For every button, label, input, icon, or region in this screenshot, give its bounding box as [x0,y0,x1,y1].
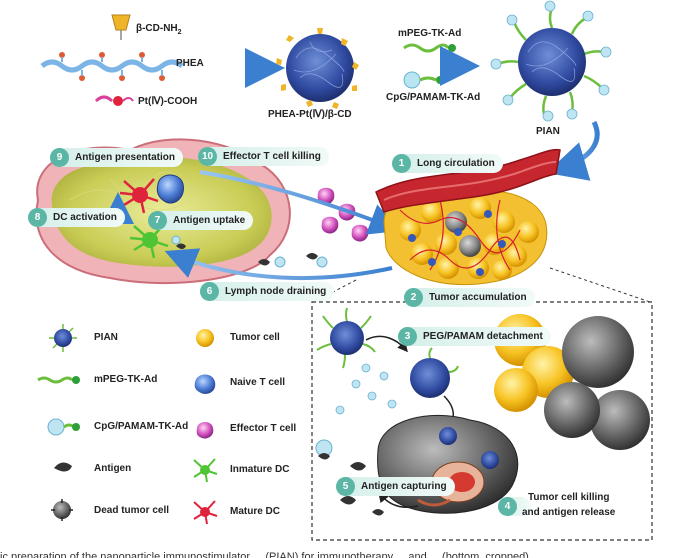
released-antigens [340,462,384,516]
legend-effector-t: Effector T cell [230,423,297,434]
immature-dc-node [129,223,169,259]
step-8-text: DC activation [53,212,117,223]
step-7-number: 7 [148,211,167,230]
zoom-line-left [313,279,357,303]
tumor-site-illustration [375,148,561,286]
arrow-effector-killing [199,170,402,235]
naive-t-cell-node [156,174,184,204]
figure-caption-cropped: ic preparation of the nanoparticle immun… [0,551,529,558]
step-5-number: 5 [336,477,355,496]
step-6-number: 6 [200,282,219,301]
step-4-text: Tumor cell killing [528,492,610,503]
step-1-number: 1 [392,154,411,173]
legend-immature-dc: Inmature DC [230,464,290,475]
zoom-line-right [549,267,651,303]
label-pt-iv: Pt(Ⅳ)-COOH [138,96,198,107]
step-10-text: Effector T cell killing [223,151,321,162]
step-6-text: Lymph node draining [225,286,327,297]
arrow-lymph-draining [164,248,393,280]
legend-mpeg: mPEG-TK-Ad [94,374,158,385]
np-near-nucleus [481,451,499,469]
legend-effector-t-icon [196,422,214,439]
legend-naive-t: Naive T cell [230,377,286,388]
step-7-antigen-uptake: 7 Antigen uptake [148,211,254,230]
step-7-text: Antigen uptake [173,215,246,226]
cpg-top-icon [403,71,444,89]
step-3-number: 3 [398,327,417,346]
step-10-number: 10 [198,147,217,166]
legend-naive-t-icon [194,374,216,394]
step-6-lymph-draining: 6 Lymph node draining [200,282,335,301]
legend-tumor-cell-icon [196,329,214,347]
arrow-capture [378,491,419,508]
legend-immature-dc-icon [193,458,218,483]
legend-antigen-icon [54,462,72,472]
pian-nanoparticle [490,0,612,122]
legend-mature-dc: Mature DC [230,506,281,517]
phea-pt-nanoparticle [276,28,359,109]
label-phea-pt-bcd: PHEA-Pt(Ⅳ)/β-CD [268,109,352,120]
step-9-text: Antigen presentation [75,152,176,163]
step-2-text: Tumor accumulation [429,292,527,303]
step-2-tumor-accumulation: 2 Tumor accumulation [404,288,535,307]
step-4-badge: 4 [498,497,531,516]
legend-mpeg-icon [37,376,80,384]
step-1-long-circulation: 1 Long circulation [392,154,503,173]
legend-pian: PIAN [94,332,118,343]
arrow-detachment [365,335,408,353]
step-5-antigen-capturing: 5 Antigen capturing [336,477,455,496]
step-9-number: 9 [50,148,69,167]
step-9-antigen-presentation: 9 Antigen presentation [50,148,184,167]
pt-iv-icon [94,95,134,106]
detached-cpg-dots [335,363,397,415]
step-3-text: PEG/PAMAM detachment [423,331,543,342]
step-3-peg-detachment: 3 PEG/PAMAM detachment [398,327,551,346]
step-4-text-line2: and antigen release [522,507,616,518]
mpeg-top-icon [403,43,456,53]
step-8-dc-activation: 8 DC activation [28,208,125,227]
arrow-pian-to-tumor [546,120,600,181]
label-pian-top: PIAN [536,126,560,137]
step-4-number: 4 [498,497,517,516]
legend-pian-icon [49,324,77,352]
label-cpg-top: CpG/PAMAM-TK-Ad [386,92,481,103]
detail-pian [316,307,376,369]
antigen-capture-cpg [315,439,333,460]
label-phea: PHEA [176,58,204,69]
cpg-in-node [171,235,181,245]
np-in-cell [439,427,457,445]
step-10-effector-killing: 10 Effector T cell killing [198,147,329,166]
legend-antigen: Antigen [94,463,132,474]
antigen-in-node [176,243,186,249]
legend-tumor-cell: Tumor cell [230,332,280,343]
legend-cpg: CpG/PAMAM-TK-Ad [94,421,189,432]
label-mpeg-top: mPEG-TK-Ad [398,28,462,39]
draining-cargo [258,253,328,268]
legend-cpg-icon [47,418,80,436]
step-8-number: 8 [28,208,47,227]
legend-mature-dc-icon [193,500,218,525]
step-5-text: Antigen capturing [361,481,447,492]
beta-cd-icon [111,14,131,40]
legend-dead-cell-icon [51,499,73,521]
legend-dead-cell: Dead tumor cell [94,505,170,516]
phea-polymer [40,52,184,81]
label-beta-cd: β-CD-NH2 [136,23,182,36]
step-2-number: 2 [404,288,423,307]
step-1-text: Long circulation [417,158,495,169]
detail-np-detached [410,347,459,398]
